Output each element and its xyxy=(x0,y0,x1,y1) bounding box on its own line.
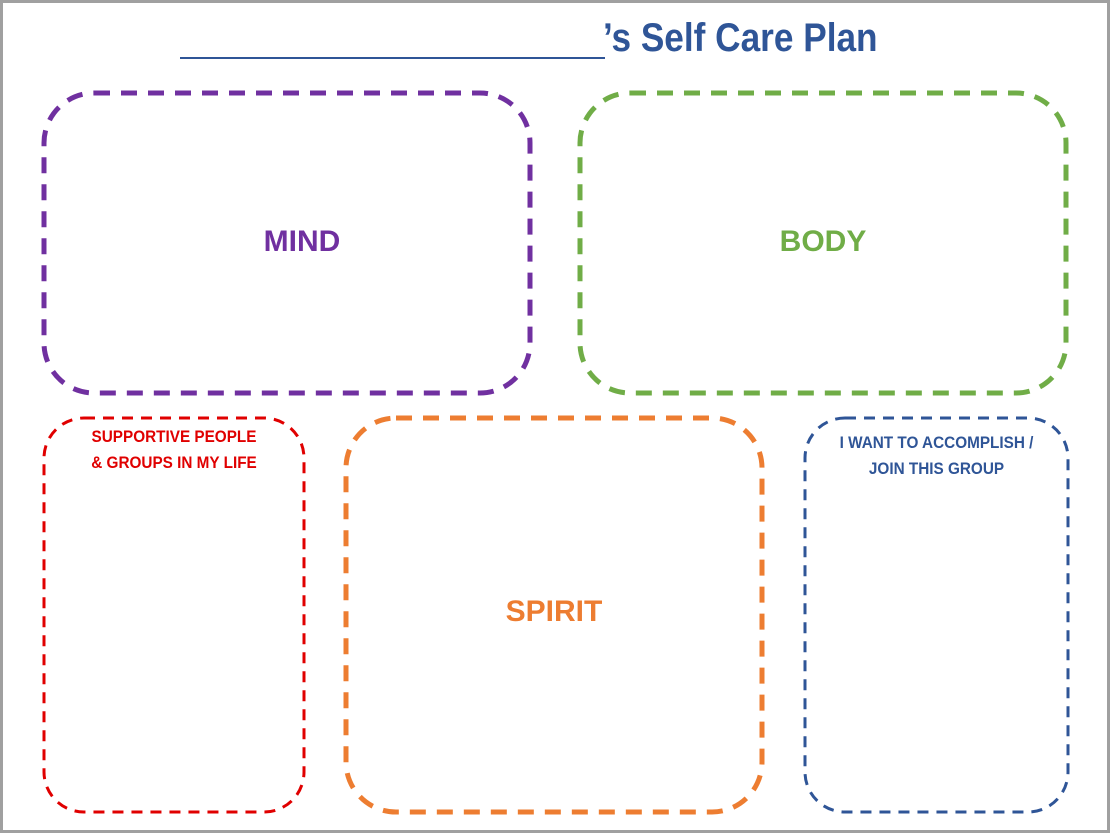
accomplish-label-line1: I WANT TO ACCOMPLISH / xyxy=(839,433,1034,452)
accomplish-box xyxy=(803,416,1070,814)
mind-box xyxy=(41,90,533,396)
supportive-box xyxy=(42,416,306,814)
name-blank-line[interactable] xyxy=(180,57,605,59)
supportive-label: SUPPORTIVE PEOPLE & GROUPS IN MY LIFE xyxy=(57,424,291,476)
body-box xyxy=(577,90,1069,396)
spirit-box xyxy=(343,415,765,815)
spirit-label: SPIRIT xyxy=(505,595,603,628)
supportive-label-line2: & GROUPS IN MY LIFE xyxy=(91,453,257,472)
supportive-label-line1: SUPPORTIVE PEOPLE xyxy=(91,427,257,446)
accomplish-label-line2: JOIN THIS GROUP xyxy=(868,459,1005,478)
mind-label: MIND xyxy=(263,225,341,258)
page-title: ’s Self Care Plan xyxy=(603,16,878,60)
body-label: BODY xyxy=(779,225,867,258)
accomplish-label: I WANT TO ACCOMPLISH / JOIN THIS GROUP xyxy=(818,430,1055,482)
